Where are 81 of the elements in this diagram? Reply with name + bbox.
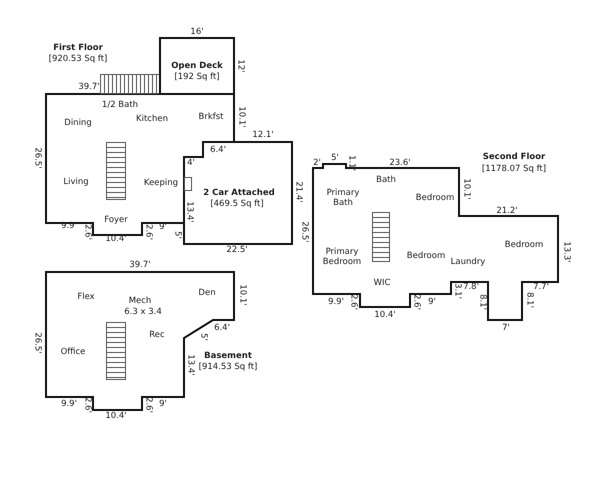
- area-text: [469.5 Sq ft]: [210, 200, 264, 210]
- dimension-label: 9.9': [328, 298, 344, 306]
- dimension-label: 10.4': [374, 310, 396, 320]
- dimension-label: 39.7': [129, 260, 151, 270]
- dimension-label: 9.9': [61, 222, 77, 230]
- area-text: [914.53 Sq ft]: [198, 363, 258, 373]
- dimension-label: 10.1': [238, 284, 246, 306]
- room-label: Primary Bath: [326, 189, 360, 209]
- room-label: Dining: [64, 119, 92, 129]
- room-label: Den: [198, 289, 216, 299]
- dimension-label: 6.4': [214, 324, 230, 332]
- floor-title: First Floor: [53, 44, 103, 54]
- dimension-label: 9': [428, 298, 436, 306]
- room-label: Primary Bedroom: [322, 248, 362, 268]
- dimension-label: 9': [159, 400, 167, 408]
- area-text: [920.53 Sq ft]: [48, 55, 108, 65]
- room-label: Flex: [77, 293, 95, 303]
- dimension-label: 10.4': [105, 234, 127, 244]
- dimension-label: 10.1': [462, 178, 470, 200]
- dimension-label: 1.1': [346, 155, 356, 171]
- dimension-label: 5': [198, 333, 208, 341]
- floor-title: Basement: [204, 352, 252, 362]
- dimension-label: 26.5': [32, 147, 42, 169]
- dimension-label: 2.6': [412, 294, 420, 310]
- dimension-label: 10.4': [105, 412, 127, 420]
- dimension-label: 7.7': [533, 282, 549, 292]
- dimension-label: 2.6': [82, 397, 92, 413]
- floor-title: Open Deck: [171, 62, 223, 72]
- dimension-label: 4': [187, 158, 195, 168]
- room-label: Mech: [128, 297, 152, 307]
- dimension-label: 2': [313, 158, 321, 168]
- dimension-label: 7.8': [463, 282, 479, 292]
- room-label: Brkfst: [198, 113, 224, 123]
- room-label: Bath: [376, 176, 396, 186]
- room-label: Foyer: [104, 216, 128, 226]
- dimension-label: 9': [159, 222, 167, 232]
- dimension-label: 7': [502, 324, 510, 332]
- room-label: WIC: [374, 279, 390, 289]
- dimension-label: 2.6': [144, 224, 152, 240]
- room-label: 6.3 x 3.4: [124, 308, 162, 318]
- dimension-label: 2.6': [82, 224, 92, 240]
- floor-title: Second Floor: [482, 153, 546, 163]
- room-label: Keeping: [144, 179, 178, 189]
- dimension-label: 2.6': [144, 397, 152, 413]
- dimension-label: 5': [331, 154, 339, 162]
- dimension-label: 5': [172, 231, 182, 239]
- dimension-label: 21.2': [496, 206, 518, 216]
- floor-area: [313, 150, 559, 321]
- floor-area: [184, 142, 292, 244]
- floor-title: 2 Car Attached: [203, 189, 275, 199]
- dimension-label: 23.6': [389, 158, 411, 168]
- dimension-label: 12.1': [252, 130, 274, 140]
- floor-area: [160, 38, 234, 94]
- dimension-label: 22.5': [226, 246, 248, 254]
- dimension-label: 13.4': [184, 201, 194, 223]
- area-text: [1178.07 Sq ft]: [482, 165, 546, 175]
- room-label: Office: [60, 348, 86, 358]
- dimension-label: 2.6': [348, 294, 358, 310]
- area-text: [192 Sq ft]: [174, 73, 220, 83]
- dimension-label: 10.1': [236, 106, 246, 128]
- dimension-label: 26.5': [300, 221, 308, 243]
- room-label: Living: [63, 178, 89, 188]
- room-label: Laundry: [450, 258, 486, 268]
- dimension-label: 13.4': [186, 354, 194, 376]
- room-label: Bedroom: [504, 241, 544, 251]
- dimension-label: 9.9': [61, 400, 77, 408]
- dimension-label: 39.7': [78, 82, 100, 92]
- dimension-label: 16': [190, 28, 204, 36]
- dimension-label: 3.1': [452, 283, 462, 299]
- dimension-label: 21.4': [294, 181, 302, 203]
- room-label: Kitchen: [136, 115, 168, 125]
- dimension-label: 12': [236, 59, 244, 73]
- room-label: 1/2 Bath: [102, 101, 138, 111]
- dimension-label: 13.3': [562, 241, 570, 263]
- room-label: Bedroom: [406, 252, 446, 262]
- dimension-label: 8.1': [478, 294, 486, 310]
- dimension-label: 8.1': [524, 292, 534, 308]
- room-label: Bedroom: [416, 194, 454, 204]
- dimension-label: 26.5': [32, 332, 42, 354]
- dimension-label: 6.4': [210, 146, 226, 154]
- room-label: Rec: [149, 331, 165, 341]
